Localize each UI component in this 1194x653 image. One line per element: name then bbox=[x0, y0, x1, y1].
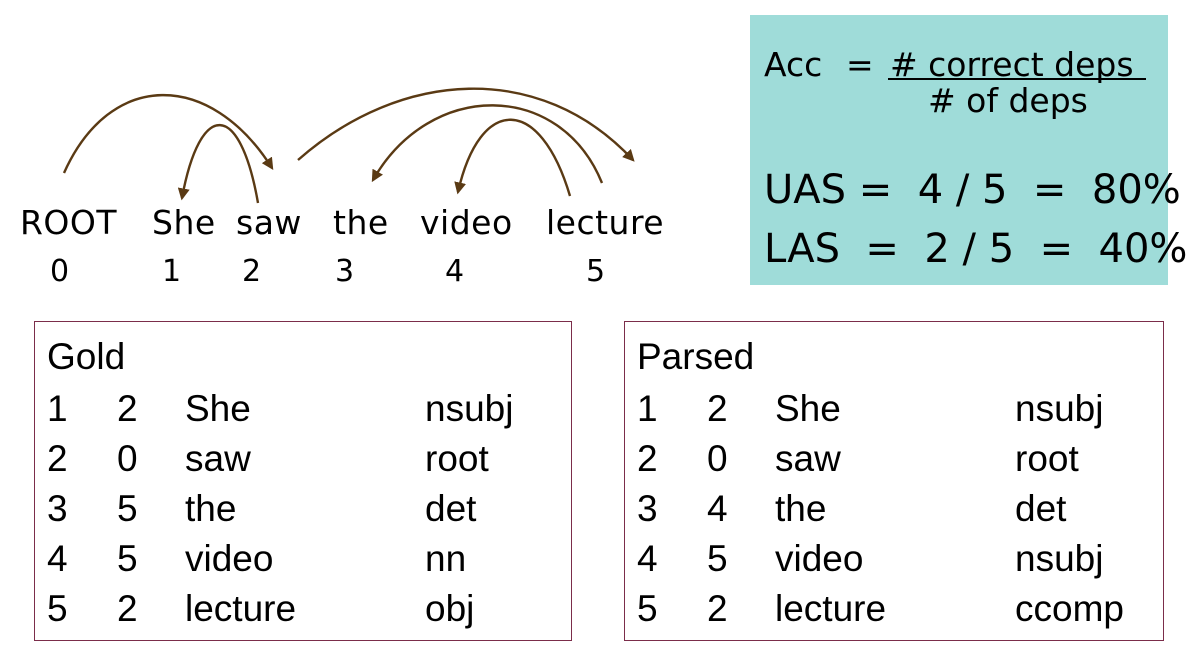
las-score: LAS = 2 / 5 = 40% bbox=[764, 226, 1188, 272]
word-root: ROOT bbox=[20, 203, 118, 242]
acc-label: Acc bbox=[764, 45, 823, 84]
gold-cell-word: lecture bbox=[185, 588, 297, 629]
gold-cell-label: root bbox=[425, 438, 489, 479]
gold-cell-head: 5 bbox=[117, 538, 138, 579]
gold-cell-dep: 2 bbox=[47, 438, 68, 479]
index-0: 0 bbox=[50, 254, 70, 289]
arc-root-saw bbox=[62, 94, 274, 174]
parsed-cell-dep: 3 bbox=[637, 488, 658, 529]
word-saw: saw bbox=[236, 203, 302, 242]
gold-cell-label: obj bbox=[425, 588, 475, 629]
parsed-cell-dep: 5 bbox=[637, 588, 658, 629]
gold-cell-dep: 1 bbox=[47, 388, 68, 429]
metrics-panel: Acc = # correct deps # of deps UAS = 4 /… bbox=[750, 15, 1187, 285]
parsed-cell-dep: 4 bbox=[637, 538, 658, 579]
word-she: She bbox=[152, 203, 216, 242]
index-5: 5 bbox=[586, 254, 606, 289]
gold-cell-head: 2 bbox=[117, 588, 138, 629]
parsed-cell-word: saw bbox=[775, 438, 841, 479]
parsed-cell-label: det bbox=[1015, 488, 1067, 529]
gold-cell-word: video bbox=[185, 538, 274, 579]
gold-cell-dep: 5 bbox=[47, 588, 68, 629]
index-1: 1 bbox=[162, 254, 182, 289]
parsed-table: Parsed 1 2 She nsubj 2 0 saw root 3 4 th… bbox=[624, 321, 1164, 641]
gold-cell-word: She bbox=[185, 388, 251, 429]
parsed-cell-word: video bbox=[775, 538, 864, 579]
parsed-cell-word: lecture bbox=[775, 588, 887, 629]
parsed-cell-label: ccomp bbox=[1015, 588, 1124, 629]
acc-denominator: # of deps bbox=[928, 81, 1088, 120]
arc-lecture-the bbox=[371, 104, 604, 184]
parsed-cell-dep: 2 bbox=[637, 438, 658, 479]
gold-table: Gold 1 2 She nsubj 2 0 saw root 3 5 the … bbox=[34, 321, 572, 641]
arc-lecture-video bbox=[454, 118, 572, 197]
acc-numerator: # correct deps bbox=[890, 45, 1134, 84]
index-2: 2 bbox=[242, 254, 262, 289]
gold-cell-label: det bbox=[425, 488, 477, 529]
gold-cell-label: nsubj bbox=[425, 388, 514, 429]
gold-title: Gold bbox=[47, 336, 126, 377]
parsed-cell-head: 2 bbox=[707, 388, 728, 429]
gold-cell-word: saw bbox=[185, 438, 251, 479]
parsed-cell-label: nsubj bbox=[1015, 538, 1104, 579]
arc-saw-lecture bbox=[297, 87, 635, 162]
parsed-cell-word: the bbox=[775, 488, 827, 529]
gold-cell-head: 2 bbox=[117, 388, 138, 429]
parsed-cell-head: 2 bbox=[707, 588, 728, 629]
gold-cell-dep: 4 bbox=[47, 538, 68, 579]
gold-cell-word: the bbox=[185, 488, 237, 529]
parsed-cell-label: nsubj bbox=[1015, 388, 1104, 429]
parsed-cell-word: She bbox=[775, 388, 841, 429]
gold-cell-head: 5 bbox=[117, 488, 138, 529]
index-4: 4 bbox=[445, 254, 465, 289]
word-video: video bbox=[420, 203, 513, 242]
arc-saw-she bbox=[177, 123, 260, 204]
parsed-cell-label: root bbox=[1015, 438, 1079, 479]
index-3: 3 bbox=[335, 254, 355, 289]
word-lecture: lecture bbox=[546, 203, 665, 242]
gold-cell-label: nn bbox=[425, 538, 467, 579]
acc-equals: = bbox=[846, 45, 874, 84]
parsed-cell-head: 0 bbox=[707, 438, 728, 479]
parsed-cell-head: 4 bbox=[707, 488, 728, 529]
fraction-bar bbox=[888, 78, 1146, 80]
gold-cell-dep: 3 bbox=[47, 488, 68, 529]
parsed-cell-dep: 1 bbox=[637, 388, 658, 429]
uas-score: UAS = 4 / 5 = 80% bbox=[764, 167, 1181, 213]
gold-cell-head: 0 bbox=[117, 438, 138, 479]
word-the: the bbox=[333, 203, 389, 242]
parsed-title: Parsed bbox=[637, 336, 755, 377]
parsed-cell-head: 5 bbox=[707, 538, 728, 579]
